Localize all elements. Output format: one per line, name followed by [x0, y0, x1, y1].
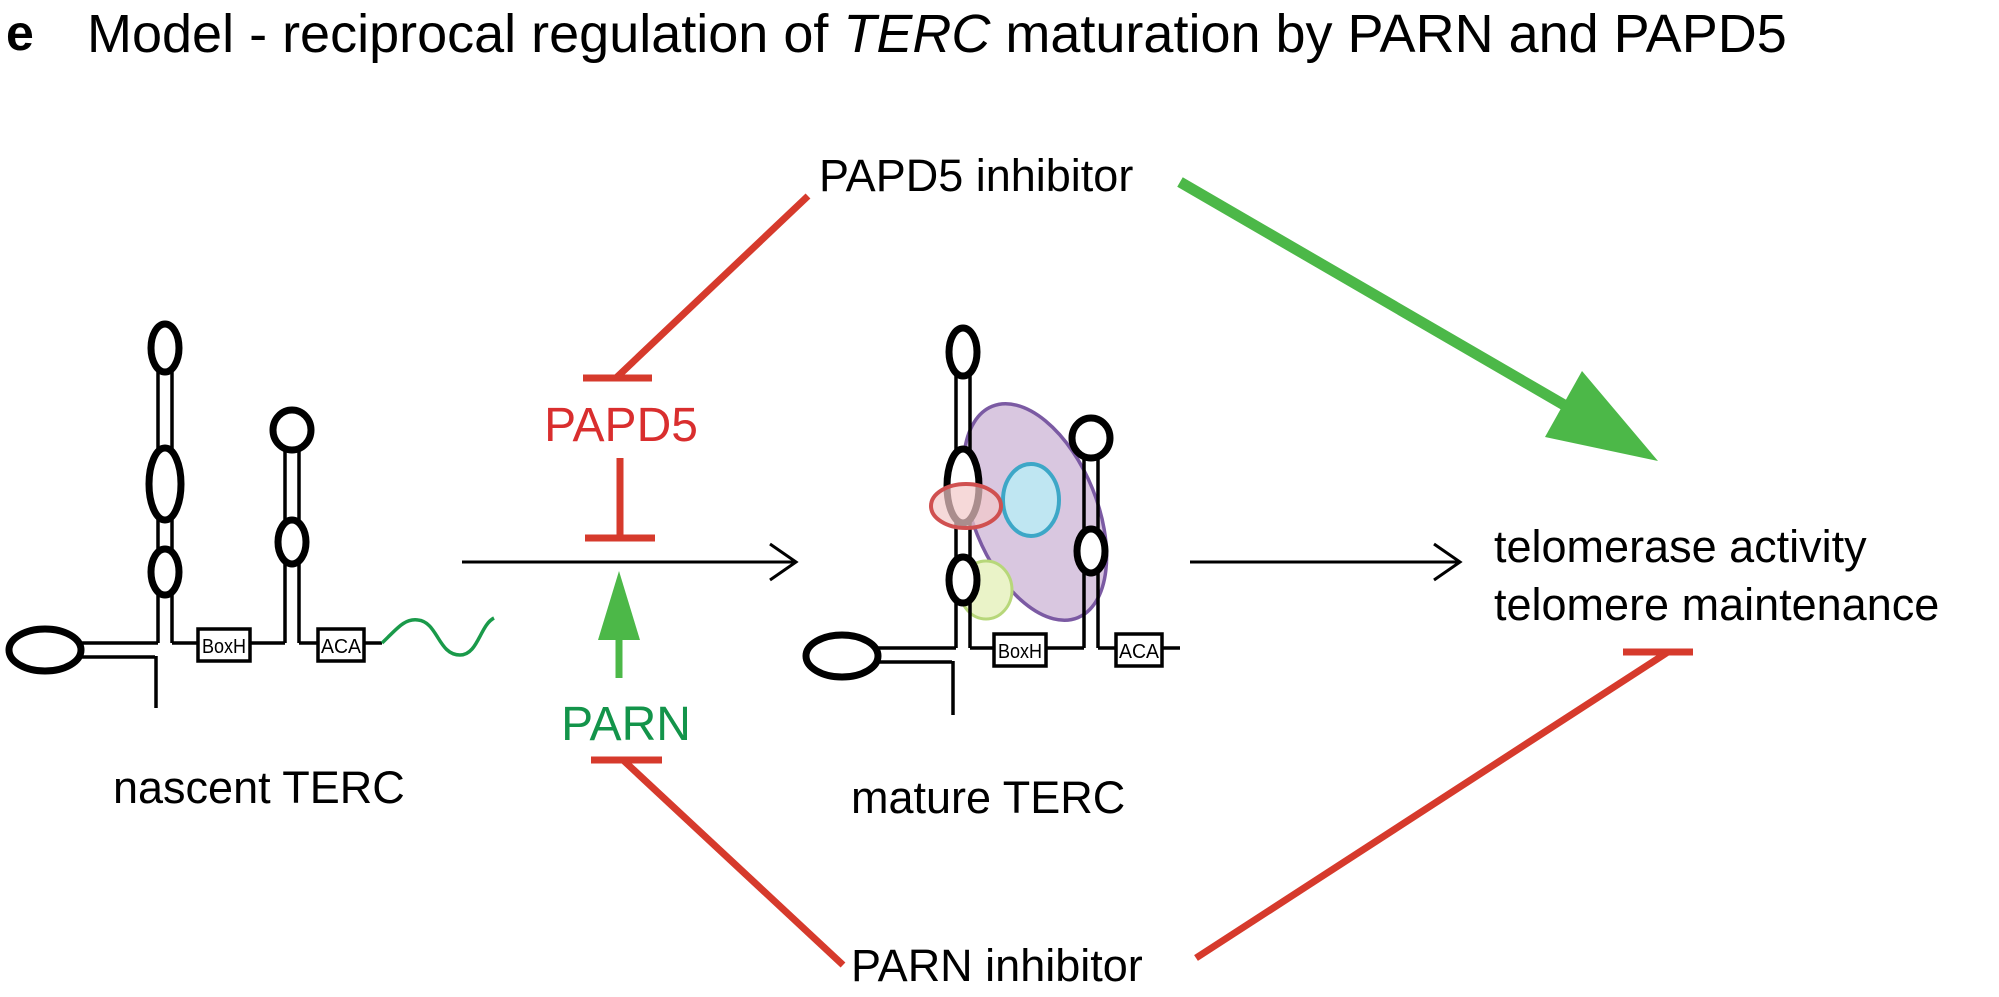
mature-terminal-loop: [802, 631, 882, 681]
nascent-terminal-loop: [5, 625, 85, 675]
mature-terc-structure: [802, 324, 1180, 715]
papd5-inhibitor-label: PAPD5 inhibitor: [819, 150, 1133, 201]
maturation-arrow: [462, 542, 799, 582]
outcome-telomerase-activity: telomerase activity: [1494, 521, 1867, 572]
parn-inhibitor-label: PARN inhibitor: [851, 940, 1143, 991]
outcome-arrow: [1190, 542, 1463, 582]
parn-activation-arrow: [598, 571, 640, 678]
papd5-label: PAPD5: [544, 399, 698, 452]
mature-stem2-bulge: [1073, 525, 1109, 577]
mature-aca-label: ACA: [1119, 641, 1160, 663]
figure-title: Model - reciprocal regulation of TERC ma…: [87, 4, 1787, 64]
nascent-boxh-label: BoxH: [202, 636, 246, 658]
parn-label: PARN: [561, 698, 691, 751]
nascent-tail: [380, 616, 496, 657]
protein-blue: [1001, 462, 1061, 538]
parn-inhibitor-blocks-parn: [591, 756, 846, 968]
outcome-telomere-maintenance: telomere maintenance: [1494, 579, 1939, 630]
mature-boxh-label: BoxH: [998, 641, 1042, 663]
parn-inhibitor-blocks-telomerase: [1194, 648, 1693, 961]
nascent-stem2-bulge: [274, 516, 310, 568]
mature-stem1-bulge-low: [945, 553, 981, 607]
mature-aca-box: [1114, 632, 1164, 668]
nascent-stem1-loop: [147, 320, 183, 376]
title-suffix: maturation by PARN and PAPD5: [990, 4, 1786, 64]
mature-stem1-loop: [945, 324, 981, 380]
nascent-stem2-loop: [269, 406, 315, 454]
nascent-aca-box: [316, 627, 366, 663]
papd5-inhibitor-promotes-telomerase: [1177, 177, 1658, 461]
nascent-aca-label: ACA: [321, 636, 362, 658]
title-prefix: Model - reciprocal regulation of: [87, 4, 843, 64]
mature-boxh: [992, 632, 1048, 668]
papd5-inhibitor-blocks-papd5: [583, 193, 811, 382]
nascent-terc-structure: [5, 320, 382, 708]
papd5-inhibition-arrow: [585, 458, 655, 542]
protein-red: [929, 482, 1003, 530]
nascent-terc-label: nascent TERC: [113, 762, 405, 813]
nascent-stem1-bulge-mid: [145, 444, 185, 524]
title-gene: TERC: [843, 4, 991, 64]
mature-stem2-loop: [1068, 414, 1114, 462]
nascent-stem1-bulge-low: [147, 545, 183, 599]
nascent-boxh: [196, 627, 252, 663]
mature-terc-label: mature TERC: [851, 772, 1125, 823]
panel-letter: e: [6, 5, 34, 61]
